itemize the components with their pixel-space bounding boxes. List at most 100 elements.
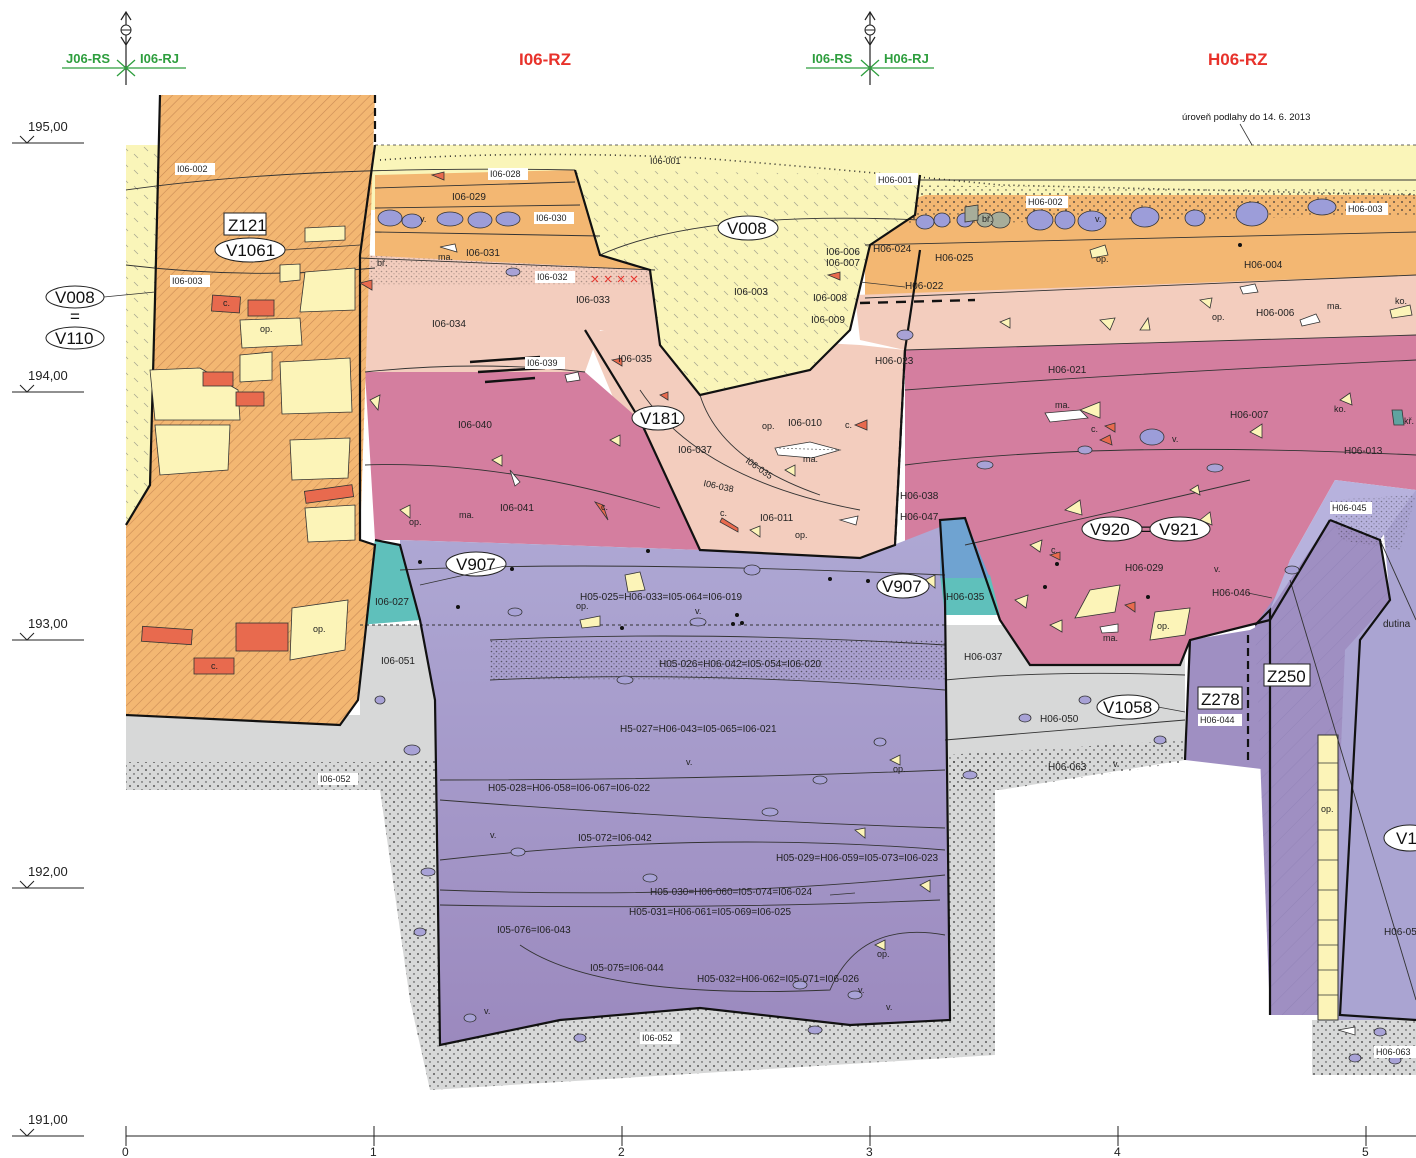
- section-label-i06-rj: I06-RJ: [140, 51, 179, 66]
- incl-br-1: bř.: [377, 258, 388, 268]
- label-h06-006: H06-006: [1256, 308, 1295, 319]
- incl-v-9: v.: [858, 985, 864, 995]
- incl-op-9: op.: [1157, 621, 1170, 631]
- label-dutina: dutina: [1383, 619, 1411, 630]
- label-i06-051: I06-051: [381, 656, 415, 667]
- incl-c-4: c.: [720, 508, 727, 518]
- label-i06-034: I06-034: [432, 319, 466, 330]
- layer-label-bgs: [170, 163, 1416, 1058]
- charcoal-dots: [418, 243, 1242, 630]
- label-i06-031: I06-031: [466, 248, 500, 259]
- layer-magenta-h06: [905, 335, 1416, 665]
- feature-z250: Z250: [1267, 667, 1306, 686]
- label-h06-001: H06-001: [878, 175, 913, 185]
- feature-eq-sign-2: =: [1141, 520, 1151, 539]
- feature-label-shapes: [45, 212, 1416, 852]
- label-h06-047: H06-047: [900, 512, 939, 523]
- purple-pebbles: [374, 267, 1402, 1065]
- incl-op-5: op.: [762, 421, 775, 431]
- label-h06-021: H06-021: [1048, 365, 1087, 376]
- incl-ko-1: ko.: [1395, 296, 1407, 306]
- label-i06-007: I06-007: [826, 258, 860, 269]
- feature-v907-right: V907: [882, 577, 922, 596]
- feature-v181: V181: [640, 409, 680, 428]
- scale-tick-4: 4: [1114, 1145, 1121, 1158]
- elevation-markers: [12, 135, 84, 1137]
- label-h06-063: H06-063: [1048, 762, 1087, 773]
- stones: [141, 171, 1413, 951]
- incl-v-2: v.: [1095, 214, 1101, 224]
- section-label-h06-rj: H06-RJ: [884, 51, 929, 66]
- label-h06-063-right: H06-063: [1376, 1047, 1411, 1057]
- incl-c-2: c.: [211, 661, 218, 671]
- incl-v-5: v.: [695, 606, 701, 616]
- incl-v-7: v.: [490, 830, 496, 840]
- incl-c-7: c.: [1051, 545, 1058, 555]
- elevation-195: 195,00: [28, 119, 68, 134]
- label-h06-024: H06-024: [873, 244, 912, 255]
- label-h06-038: H06-038: [900, 491, 939, 502]
- label-eq10: I05-075=I06-044: [590, 963, 664, 974]
- feature-v1-partial: V1: [1396, 829, 1416, 848]
- hatched-stones: [439, 243, 1356, 1036]
- incl-br-2: bř.: [982, 214, 993, 224]
- label-h06-004: H06-004: [1244, 260, 1283, 271]
- incl-c-6: c.: [1091, 424, 1098, 434]
- layer-v008-ticks: [575, 170, 920, 395]
- incl-v-1: v.: [420, 214, 426, 224]
- label-eq3: H5-027=H06-043=I05-065=I06-021: [620, 724, 777, 735]
- label-i06-033: I06-033: [576, 295, 610, 306]
- incl-op-10: op.: [893, 764, 906, 774]
- feature-z278: Z278: [1201, 690, 1240, 709]
- dotted-top-surface: [379, 153, 1416, 196]
- label-i06-008: I06-008: [813, 293, 847, 304]
- elevation-192: 192,00: [28, 864, 68, 879]
- feature-v110: V110: [55, 329, 93, 348]
- inclusion-labels: c. c. c. c. c. c. c. op. op. op. op. op.…: [211, 214, 1414, 1016]
- incl-v-6: v.: [686, 757, 692, 767]
- incl-v-11: v.: [886, 1002, 892, 1012]
- feature-v1058: V1058: [1103, 698, 1152, 717]
- elevation-194: 194,00: [28, 368, 68, 383]
- incl-op-8: op.: [576, 601, 589, 611]
- layer-grey-right-dots: [945, 740, 1185, 790]
- incl-v-8: v.: [1113, 759, 1119, 769]
- scale-tick-2: 2: [618, 1145, 625, 1158]
- layer-teal-right: [940, 575, 1000, 615]
- layer-grey-left-upper: [360, 625, 440, 715]
- red-crosses: [591, 275, 638, 283]
- label-i06-030: I06-030: [536, 213, 567, 223]
- scale-tick-1: 1: [370, 1145, 377, 1158]
- scale-tick-3: 3: [866, 1145, 873, 1158]
- incl-op-4: op.: [313, 624, 326, 634]
- label-h06-035: H06-035: [946, 592, 985, 603]
- label-h06-044: H06-044: [1200, 715, 1235, 725]
- layer-z121-hatch: [126, 95, 375, 725]
- label-h06-007: H06-007: [1230, 410, 1269, 421]
- label-h06-002: H06-002: [1028, 197, 1063, 207]
- incl-v-4: v.: [1214, 564, 1220, 574]
- label-h06-003: H06-003: [1348, 204, 1383, 214]
- feature-v008-left: V008: [55, 288, 95, 307]
- label-eq1: H05-025=H06-033=I05-064=I06-019: [580, 592, 743, 603]
- section-label-i06-rs: I06-RS: [812, 51, 853, 66]
- incl-c-5: c.: [845, 420, 852, 430]
- label-i06-001: I06-001: [650, 156, 681, 166]
- incl-ma-2: ma.: [459, 510, 474, 520]
- feature-v920: V920: [1090, 520, 1130, 539]
- incl-ma-6: ma.: [1103, 633, 1118, 643]
- header-i06-rz: I06-RZ: [519, 50, 571, 69]
- label-h06-045: H06-045: [1332, 503, 1367, 513]
- layers-base: [126, 95, 1416, 1090]
- label-i06-003: I06-003: [172, 276, 203, 286]
- label-eq7: H05-030=H06-060=I05-074=I06-024: [650, 887, 813, 898]
- feature-v1061: V1061: [226, 241, 275, 260]
- elevation-193: 193,00: [28, 616, 68, 631]
- label-h06-023: H06-023: [875, 356, 914, 367]
- label-i06-028: I06-028: [490, 169, 521, 179]
- elevation-191: 191,00: [28, 1112, 68, 1127]
- layer-wall-stones-right: [1317, 734, 1339, 1021]
- label-h06-046: H06-046: [1212, 588, 1251, 599]
- label-h06-05x: H06-05: [1384, 927, 1416, 938]
- layer-grey-mid: [126, 715, 380, 762]
